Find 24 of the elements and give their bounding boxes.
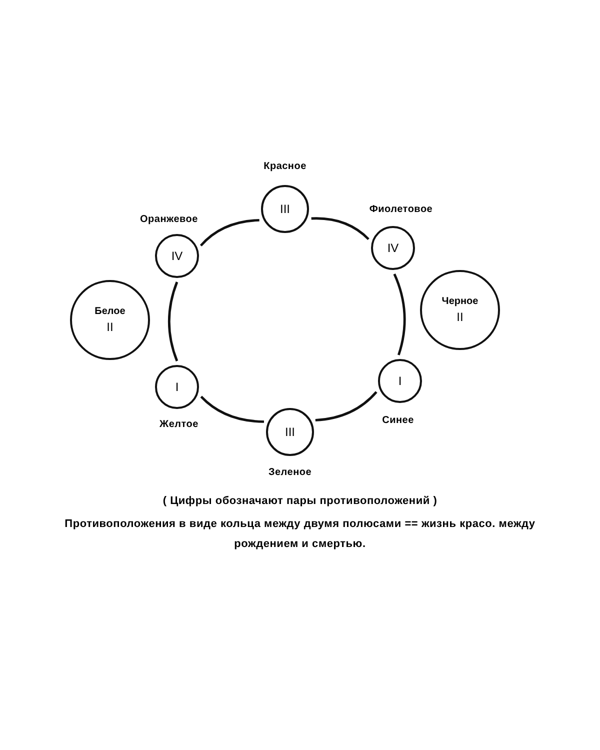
ring-arc [315, 391, 378, 422]
caption: Противоположения в виде кольца между двумя полюсами == жизнь красо. между рождением и смертью. [64, 516, 536, 552]
color-name: Зеленое [268, 468, 312, 478]
ring-arc [311, 217, 370, 240]
color-name: Оранжевое [140, 215, 198, 225]
roman-numeral: III [284, 426, 295, 438]
ring-arc [200, 396, 264, 423]
color-name: Синее [382, 416, 414, 426]
roman-numeral: I [175, 381, 179, 393]
roman-numeral: III [280, 203, 290, 215]
roman-numeral: II [106, 321, 114, 333]
ring-arc [393, 274, 406, 356]
roman-numeral: IV [387, 242, 399, 254]
color-name: Черное [442, 297, 478, 307]
roman-numeral: IV [171, 250, 183, 262]
color-name: Желтое [160, 420, 198, 430]
ring-arc [200, 218, 260, 246]
color-name: Красное [264, 162, 306, 172]
roman-numeral: II [456, 311, 464, 323]
color-name: Белое [94, 307, 126, 317]
note: ( Цифры обозначают пары противоположений ) [162, 494, 438, 509]
ring-arc [168, 282, 178, 362]
roman-numeral: I [398, 375, 402, 387]
color-name: Фиолетовое [369, 205, 433, 215]
